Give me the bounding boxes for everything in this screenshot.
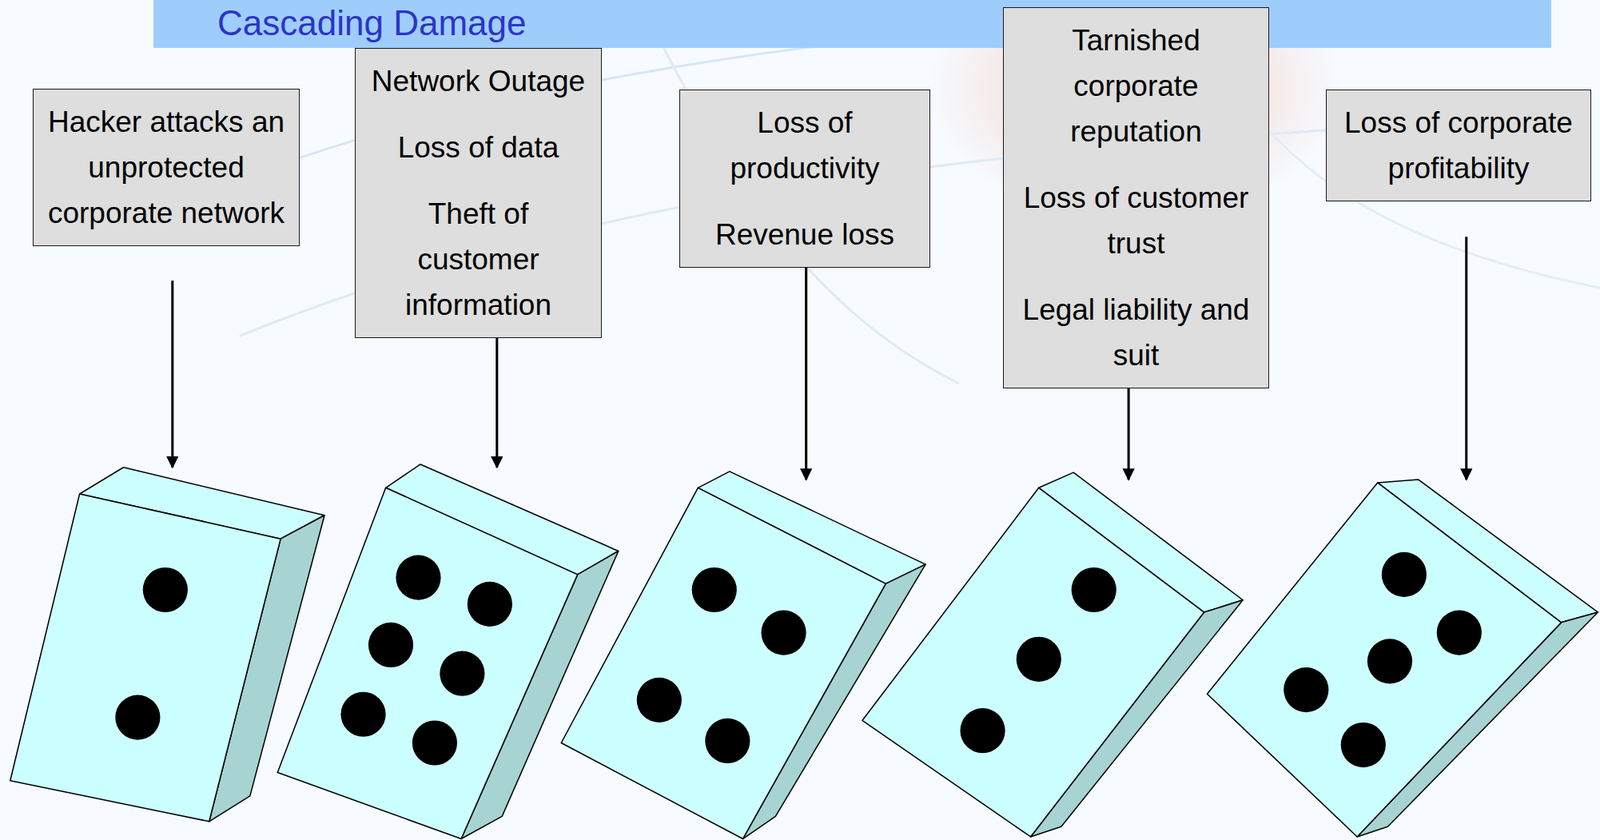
- box-text: Revenue loss: [691, 211, 919, 258]
- box-text: Loss of productivity: [691, 99, 919, 192]
- box-text: Legal liability and suit: [1014, 286, 1258, 379]
- effect-box: Network OutageLoss of dataTheft of custo…: [354, 47, 602, 339]
- box-text: Network Outage: [366, 58, 590, 104]
- effect-box: Tarnished corporate reputationLoss of cu…: [1002, 7, 1270, 389]
- domino: [862, 472, 1243, 837]
- box-text: Theft of customer information: [366, 191, 590, 328]
- diagram-title: Cascading Damage: [217, 1, 526, 45]
- box-text: Tarnished corporate reputation: [1014, 17, 1258, 155]
- effect-box: Loss of corporate profitability: [1325, 89, 1592, 202]
- effect-box: Hacker attacks an unprotected corporate …: [32, 88, 300, 247]
- title-band: [153, 0, 1552, 48]
- domino: [1206, 479, 1598, 837]
- background-decoration: [95, 0, 1600, 384]
- domino: [10, 467, 325, 822]
- domino: [561, 471, 926, 840]
- domino: [277, 464, 618, 840]
- box-text: Loss of corporate profitability: [1337, 99, 1580, 192]
- box-text: Loss of customer trust: [1014, 175, 1258, 267]
- box-text: Loss of data: [366, 124, 590, 171]
- effect-box: Loss of productivityRevenue loss: [679, 89, 931, 268]
- box-text: Hacker attacks an unprotected corporate …: [44, 99, 288, 236]
